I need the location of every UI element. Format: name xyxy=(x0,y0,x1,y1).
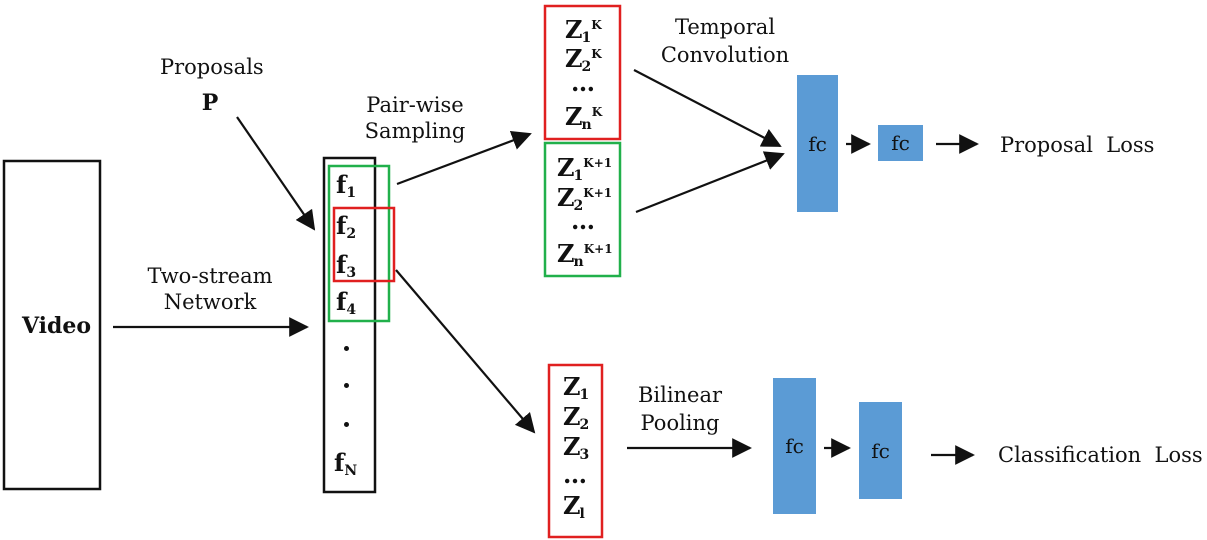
fc-block-proposal-2: fc xyxy=(878,125,923,161)
temporal-label-line1: Temporal xyxy=(674,15,776,39)
red-z-bottom-box xyxy=(547,363,604,539)
arrow-green-to-fc xyxy=(635,151,785,214)
z-green-1: Z1K+1 xyxy=(557,153,613,185)
bilinear-label-line2: Pooling xyxy=(640,411,720,435)
feature-fN: fN xyxy=(334,448,358,480)
bilinear-label-line1: Bilinear xyxy=(637,383,723,407)
green-feature-window xyxy=(327,164,391,323)
proposals-symbol: P xyxy=(201,90,219,116)
temporal-label-line2: Convolution xyxy=(660,43,790,67)
arrow-proposals-to-features xyxy=(236,116,316,231)
z-bottom-3: Z3 xyxy=(563,432,590,464)
proposals-label: Proposals xyxy=(160,55,264,79)
pairwise-label-line1: Pair-wise xyxy=(366,93,464,117)
z-bottom-2: Z2 xyxy=(563,402,590,434)
arrow-features-to-bilinear xyxy=(395,269,536,434)
pairwise-label-line2: Sampling xyxy=(364,119,466,143)
fc-block-classification-1: fc xyxy=(773,378,816,514)
z-red-n: ZnK xyxy=(565,102,603,134)
classification-loss-label: Classification Loss xyxy=(998,443,1203,467)
z-red-2: Z2K xyxy=(565,44,602,76)
feature-dot-1 xyxy=(344,346,349,351)
feature-dot-2 xyxy=(344,383,349,388)
two-stream-label-line1: Two-stream xyxy=(147,264,273,288)
arrow-red-to-fc xyxy=(633,69,782,147)
feature-f1: f1 xyxy=(336,170,357,202)
z-bottom-1: Z1 xyxy=(563,372,590,404)
proposal-loss-label: Proposal Loss xyxy=(1000,133,1155,157)
fc-block-proposal-1: fc xyxy=(797,75,838,212)
z-red-ellipsis: … xyxy=(571,68,595,97)
two-stream-label-line2: Network xyxy=(163,290,257,314)
z-bottom-l: Zl xyxy=(563,491,585,523)
video-label: Video xyxy=(22,313,92,339)
video-box xyxy=(2,159,102,491)
red-feature-window xyxy=(332,206,396,283)
feature-f2: f2 xyxy=(336,211,357,243)
z-green-2: Z2K+1 xyxy=(557,183,613,215)
fc-block-classification-2: fc xyxy=(859,402,902,499)
feature-column-box xyxy=(322,156,377,494)
z-green-ellipsis: … xyxy=(571,206,595,235)
green-z-box xyxy=(543,141,622,278)
z-green-n: ZnK+1 xyxy=(557,239,613,271)
feature-f4: f4 xyxy=(336,287,357,319)
z-bottom-ellipsis: … xyxy=(563,460,587,489)
feature-dot-3 xyxy=(344,422,349,427)
arrow-features-to-pairwise xyxy=(396,131,532,186)
feature-f3: f3 xyxy=(336,250,357,282)
red-z-top-box xyxy=(543,4,622,141)
z-red-1: Z1K xyxy=(565,15,602,47)
